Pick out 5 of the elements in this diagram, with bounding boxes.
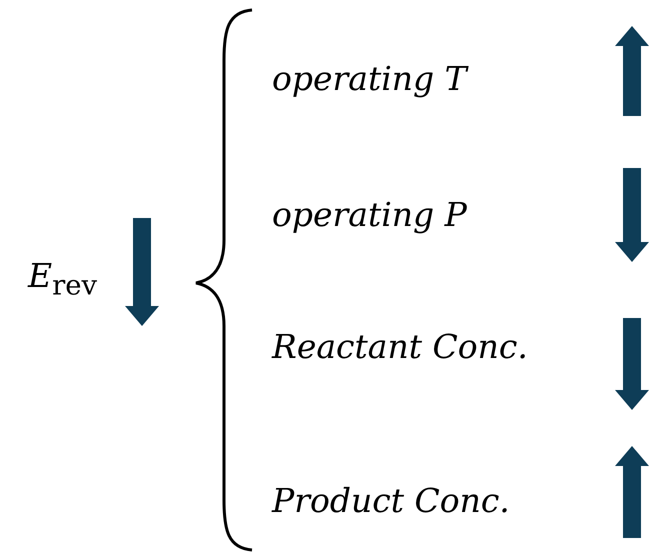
parameter-label: operating P: [272, 198, 467, 231]
variable-label: E$_{rev}$: [28, 259, 98, 300]
parameter-label: operating T: [272, 62, 467, 95]
parameter-label: Reactant Conc.: [272, 330, 528, 363]
parameter-label: Product Conc.: [272, 484, 510, 517]
